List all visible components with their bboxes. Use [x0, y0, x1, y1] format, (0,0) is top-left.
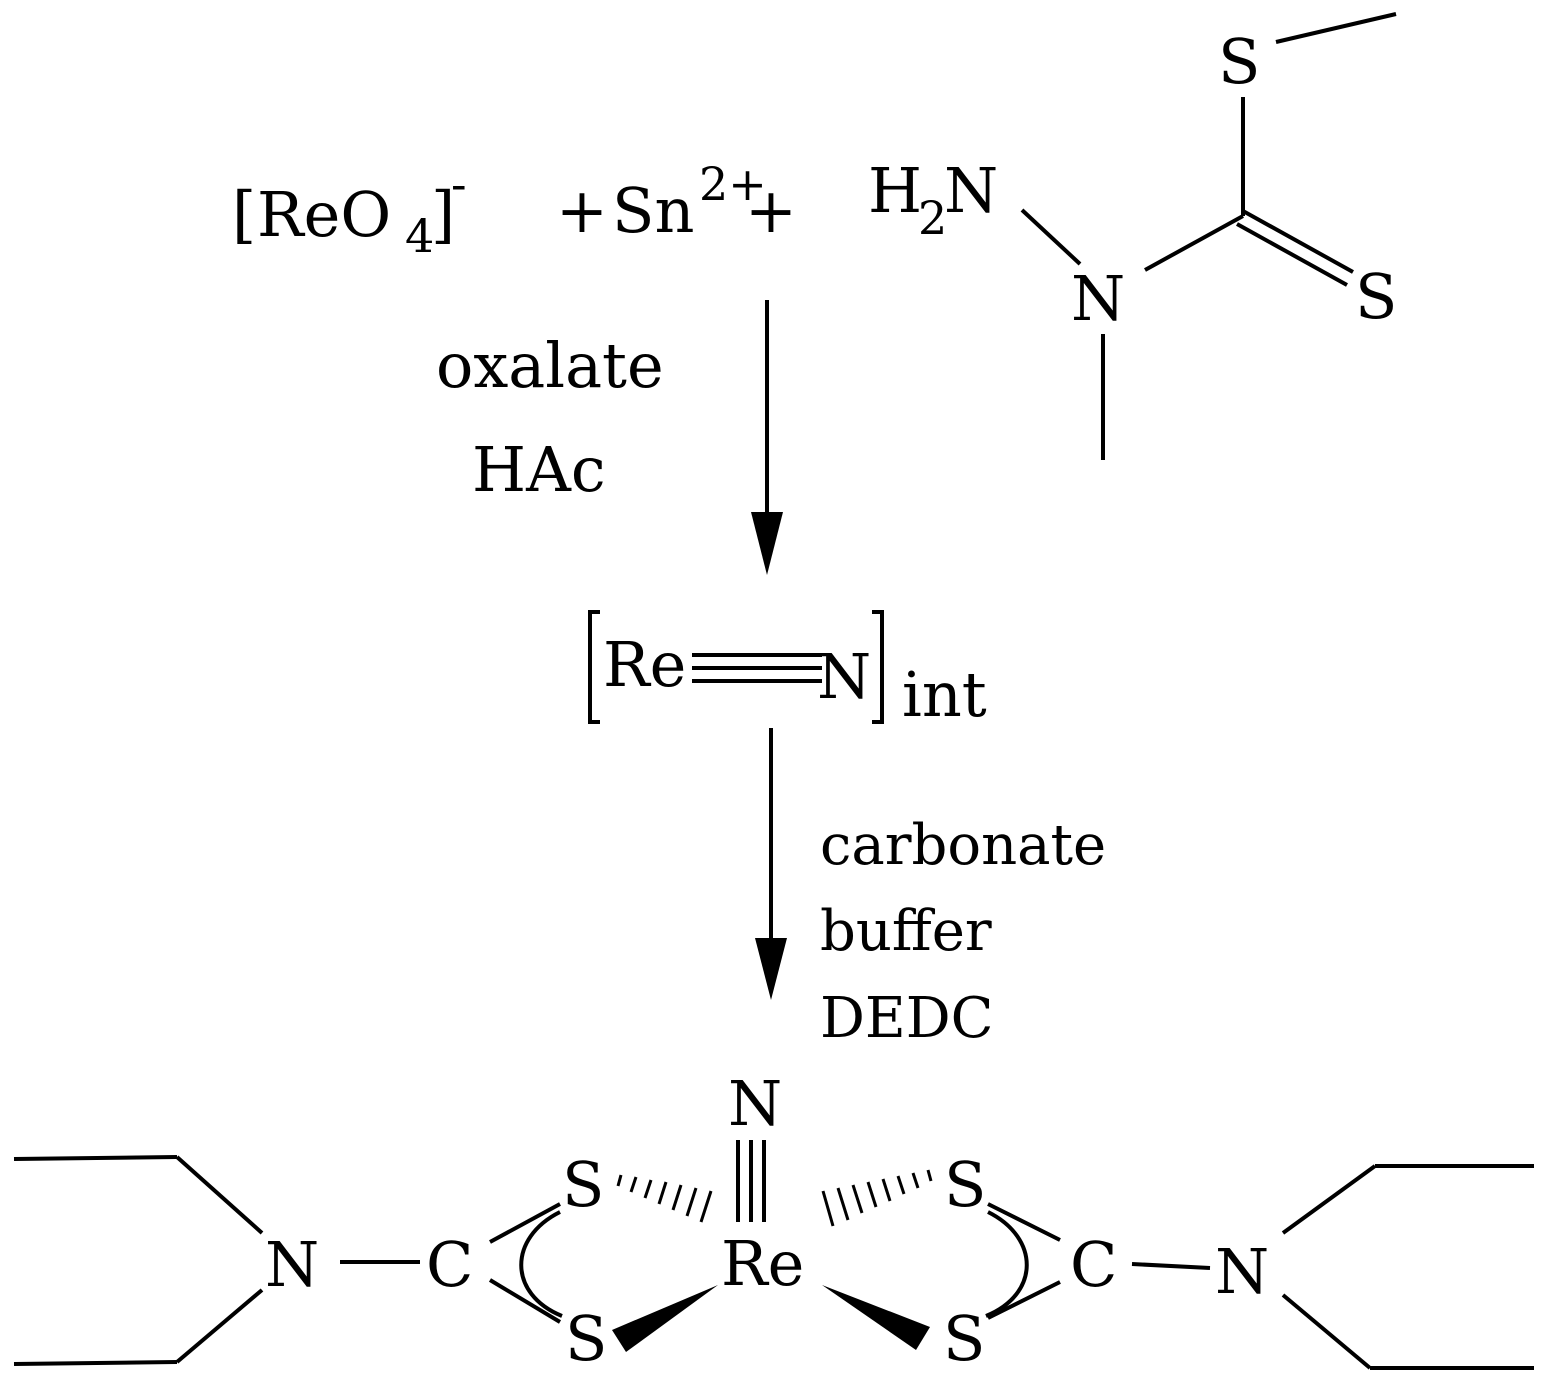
bond-c-s-double-a — [1242, 209, 1354, 274]
intermediate-label: int — [902, 658, 987, 731]
tin-charge: 2+ — [699, 157, 767, 211]
hashed-wedge-left — [616, 1174, 713, 1223]
right-s-top: S — [944, 1148, 986, 1221]
product-re: Re — [721, 1227, 804, 1300]
tin-ion: Sn 2+ — [612, 157, 767, 247]
product-nitrido-n: N — [728, 1067, 782, 1140]
condition-buffer: buffer — [820, 899, 992, 964]
reaction-arrow-1 — [751, 300, 783, 575]
left-n-ethyl-top-2 — [13, 1155, 178, 1161]
solid-wedge-right — [822, 1285, 930, 1350]
bond-n-c — [1144, 214, 1244, 272]
right-delocalization-arc — [985, 1210, 1029, 1318]
plus-sign-1: + — [556, 174, 608, 247]
right-n: N — [1215, 1235, 1269, 1308]
condition-hac: HAc — [472, 433, 606, 506]
perrhenate-charge: - — [451, 157, 467, 211]
intermediate-n: N — [817, 640, 871, 713]
left-n-ethyl-top-1 — [175, 1155, 264, 1235]
arrow-2-head — [755, 938, 787, 1000]
left-s-bottom: S — [565, 1302, 607, 1375]
left-c-s-bottom-bond — [488, 1278, 562, 1324]
left-n: N — [265, 1228, 319, 1301]
left-c-s-top-bond — [489, 1202, 561, 1244]
ligand-n: N — [1071, 262, 1125, 335]
ligand-s-methyl: S — [1218, 25, 1260, 98]
left-c: C — [426, 1228, 473, 1301]
plus-sign-2: + — [745, 174, 797, 247]
intermediate-bracket-left — [588, 610, 600, 724]
right-c-s-top-bond — [987, 1202, 1061, 1242]
condition-carbonate: carbonate — [820, 813, 1106, 878]
left-s-top: S — [562, 1148, 604, 1221]
solid-wedge-left — [612, 1285, 718, 1352]
left-delocalization-arc — [519, 1210, 563, 1318]
right-s-bottom: S — [943, 1302, 985, 1375]
nitrido-rhenium-bis-dedc-product: N Re S S C N S S C N — [13, 1067, 1534, 1375]
hashed-wedge-right — [821, 1169, 933, 1227]
bracket-close: ] — [431, 178, 455, 251]
condition-dedc: DEDC — [820, 986, 994, 1051]
perrhenate-subscript: 4 — [405, 209, 434, 263]
right-c-s-bottom-bond — [987, 1280, 1061, 1320]
arrow-1-head — [751, 512, 783, 575]
rhenium-nitrido-intermediate: Re N int — [588, 610, 987, 731]
right-n-ethyl-bottom-1 — [1281, 1293, 1372, 1370]
bond-c-s-double-b — [1236, 222, 1348, 287]
reaction-arrow-2 — [755, 728, 787, 1000]
h2n-subscript: 2 — [918, 191, 947, 245]
right-n-ethyl-top-1 — [1281, 1164, 1377, 1235]
bracket-open: [ — [232, 178, 256, 251]
tin-symbol: Sn — [612, 174, 694, 247]
h2n-h: H — [868, 154, 922, 227]
perrhenate-symbol: ReO — [257, 178, 391, 251]
condition-oxalate: oxalate — [436, 329, 664, 402]
bond-s-methyl — [1275, 12, 1397, 44]
hydrazine-dithiocarbamate-ligand: H 2 N N S S — [868, 12, 1397, 460]
right-c: C — [1070, 1228, 1117, 1301]
left-n-ethyl-bottom-2 — [13, 1360, 178, 1366]
left-n-ethyl-bottom-1 — [175, 1288, 264, 1364]
intermediate-re: Re — [603, 628, 686, 701]
h2n-n: N — [944, 154, 998, 227]
right-c-n-bond — [1131, 1262, 1211, 1270]
intermediate-bracket-right — [872, 610, 884, 724]
ligand-s-thione: S — [1355, 260, 1397, 333]
perrhenate-ion: [ ReO 4 ] - — [232, 157, 467, 263]
bond-n-n — [1020, 208, 1082, 266]
